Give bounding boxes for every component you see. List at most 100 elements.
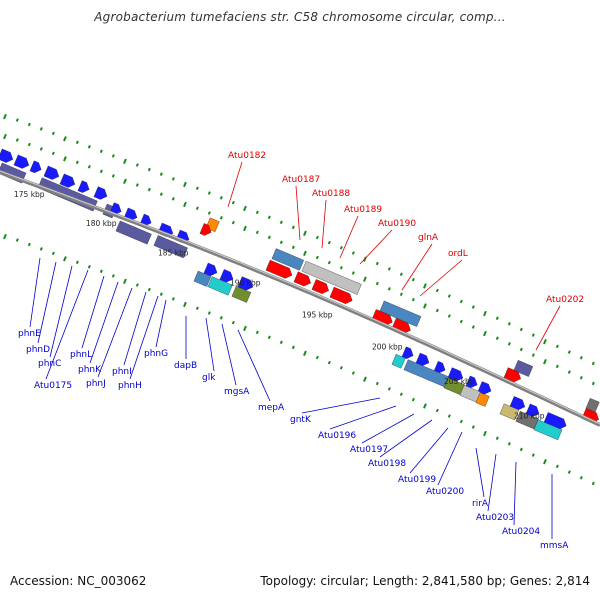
- gene-block: [391, 354, 406, 369]
- gene-label: phnK: [78, 365, 102, 375]
- gc-dot: [459, 419, 463, 424]
- backbone-line: [0, 170, 600, 427]
- scale-tick-label: 185 kbp: [158, 248, 189, 257]
- gc-dot: [351, 271, 355, 275]
- gene-block: [513, 360, 534, 377]
- gc-dot: [519, 327, 523, 332]
- gc-dot: [219, 196, 223, 200]
- gc-dot: [423, 303, 427, 309]
- gc-dot: [459, 299, 463, 304]
- gc-dot: [87, 145, 91, 149]
- gene-arrow: [401, 346, 414, 359]
- gene-block: [499, 403, 520, 421]
- gc-dot: [303, 250, 307, 256]
- gc-dot: [267, 235, 271, 240]
- gene-label: Atu0200: [426, 487, 464, 497]
- gc-dot: [183, 301, 187, 308]
- gene-label: glk: [202, 373, 216, 383]
- gene-arrow: [503, 367, 521, 383]
- leader-line: [89, 281, 119, 364]
- gene-label: dapB: [174, 361, 197, 371]
- gc-dot: [399, 392, 403, 396]
- leader-line: [419, 259, 463, 297]
- gc-dot: [195, 186, 199, 191]
- gc-dot: [243, 225, 247, 232]
- gene-arrow: [13, 154, 30, 169]
- gc-dot: [555, 464, 559, 469]
- gene-block: [271, 248, 304, 271]
- gc-dot: [399, 292, 403, 296]
- gc-dot: [135, 283, 139, 287]
- gc-dot: [243, 325, 247, 332]
- gene-label: gntK: [290, 415, 312, 425]
- gc-dot: [387, 287, 391, 291]
- gene-label: Atu0199: [398, 475, 436, 485]
- gc-dot: [507, 322, 511, 326]
- gc-dot: [27, 142, 31, 147]
- gc-dot: [543, 358, 547, 365]
- gc-dot: [315, 255, 319, 260]
- gc-dot: [327, 360, 331, 365]
- gc-dot: [123, 158, 127, 165]
- gene-arrow: [265, 259, 293, 279]
- gc-dot: [87, 265, 91, 269]
- leader-line: [321, 199, 327, 249]
- gene-block: [301, 260, 362, 295]
- gene-block: [379, 300, 422, 327]
- chromosome-backbone: [0, 170, 600, 427]
- gene-label: phnE: [18, 329, 41, 339]
- leader-line: [513, 461, 517, 526]
- gc-dot: [471, 305, 475, 309]
- gc-dot: [507, 342, 511, 346]
- gc-dot: [543, 458, 547, 465]
- gene-arrow: [219, 269, 234, 283]
- accession-text: Accession: NC_003062: [10, 574, 147, 588]
- gc-dot: [27, 122, 31, 127]
- gene-label: Atu0175: [34, 381, 72, 391]
- leader-line: [359, 229, 393, 265]
- gene-label: phnC: [38, 359, 61, 369]
- gc-dot: [327, 260, 331, 265]
- leader-line: [409, 427, 449, 474]
- gc-dot: [219, 216, 223, 220]
- gc-dot: [231, 320, 235, 325]
- gc-dot: [567, 470, 571, 474]
- gc-dot: [183, 181, 187, 188]
- gc-dot: [315, 355, 319, 360]
- leader-line: [329, 405, 397, 430]
- gene-arrow: [415, 352, 430, 367]
- gc-dot: [279, 220, 283, 225]
- gc-dot: [195, 306, 199, 311]
- label-leader-lines: [29, 161, 561, 539]
- leader-line: [29, 257, 41, 328]
- gc-dot: [231, 220, 235, 225]
- gc-dot: [375, 261, 379, 266]
- gc-dot: [63, 136, 67, 142]
- leader-line: [129, 295, 159, 380]
- gc-dot: [567, 350, 571, 354]
- leader-line: [45, 269, 89, 380]
- gene-arrow: [329, 286, 353, 304]
- gene-label: Atu0204: [502, 527, 540, 537]
- gene-label: phnJ: [86, 379, 106, 389]
- gc-dot: [375, 281, 379, 286]
- gene-label: Atu0198: [368, 459, 406, 469]
- gene-block: [193, 270, 212, 287]
- gc-dot: [579, 475, 583, 480]
- gc-dot: [135, 163, 139, 167]
- leader-line: [379, 419, 433, 458]
- leader-line: [475, 447, 485, 498]
- gc-dot: [363, 276, 367, 282]
- gc-dot: [423, 403, 427, 409]
- gc-content-track: [3, 113, 595, 486]
- gene-arrow: [0, 148, 14, 163]
- gc-dot: [495, 336, 499, 340]
- gc-dot: [459, 319, 463, 324]
- gc-dot: [351, 371, 355, 375]
- gc-dot: [219, 316, 223, 320]
- gc-dot: [411, 397, 415, 402]
- gc-dot: [495, 436, 499, 440]
- leader-line: [237, 329, 271, 402]
